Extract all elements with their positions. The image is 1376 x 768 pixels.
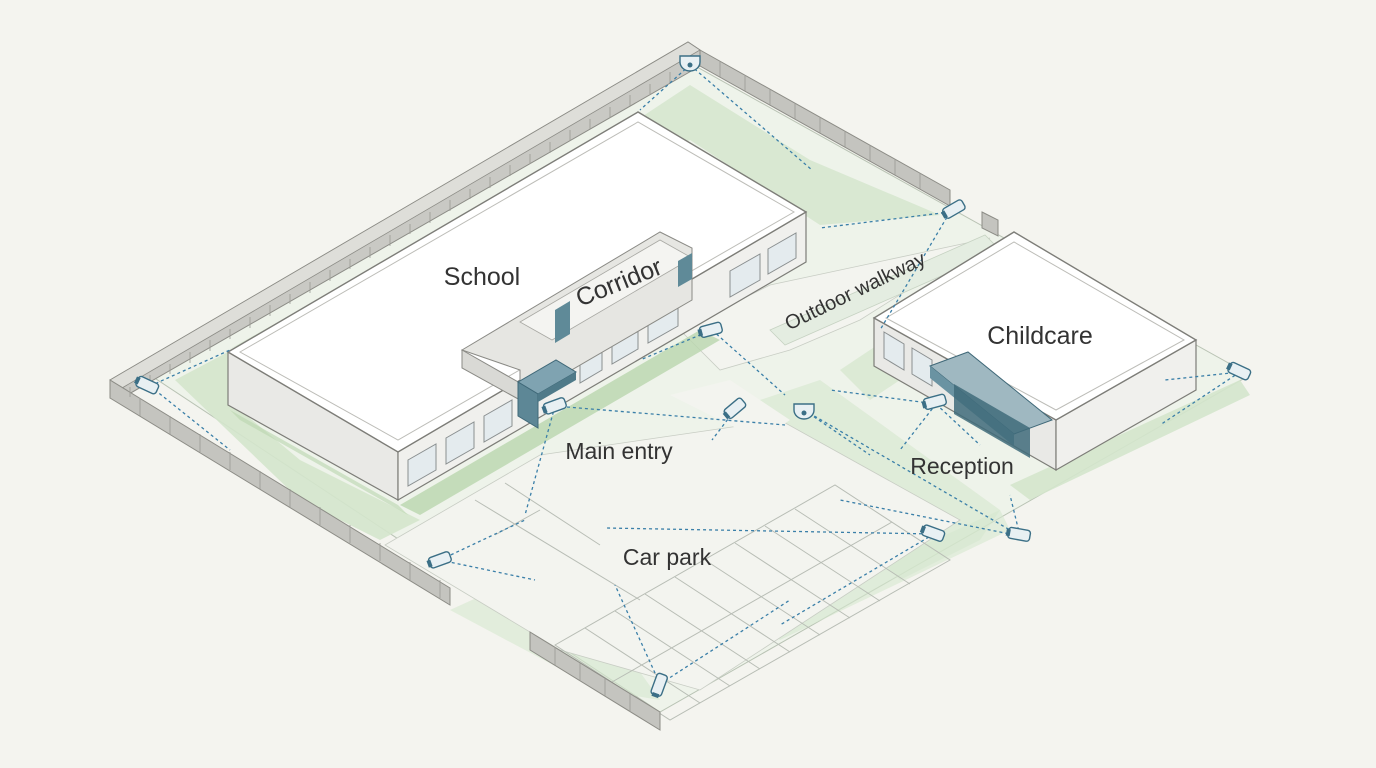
- label-main-entry: Main entry: [565, 438, 673, 464]
- cctv-camera-icon: [134, 375, 160, 395]
- school-building: [226, 111, 808, 515]
- dome-camera-icon: [793, 403, 815, 420]
- cctv-camera-icon: [940, 199, 966, 219]
- cctv-camera-icon: [650, 672, 668, 699]
- cctv-camera-icon: [697, 321, 723, 338]
- cctv-camera-icon: [921, 393, 947, 410]
- cctv-camera-icon: [722, 397, 747, 420]
- childcare-building: [872, 231, 1198, 472]
- main-entry-canopy: [517, 359, 577, 429]
- label-childcare: Childcare: [987, 322, 1093, 350]
- label-school: School: [444, 263, 520, 291]
- cctv-camera-icon: [1005, 526, 1032, 542]
- cctv-camera-icon: [541, 397, 567, 415]
- label-car-park: Car park: [623, 544, 712, 570]
- dome-camera-icon: [679, 55, 701, 72]
- cctv-camera-icon: [919, 524, 946, 542]
- cctv-camera-icon: [1226, 361, 1252, 381]
- cctv-camera-icon: [426, 551, 452, 569]
- perimeter-fence: [109, 41, 999, 731]
- label-reception: Reception: [910, 453, 1014, 479]
- camera-coverage-lines: [149, 64, 1241, 685]
- corridor-cutaway: [460, 231, 693, 401]
